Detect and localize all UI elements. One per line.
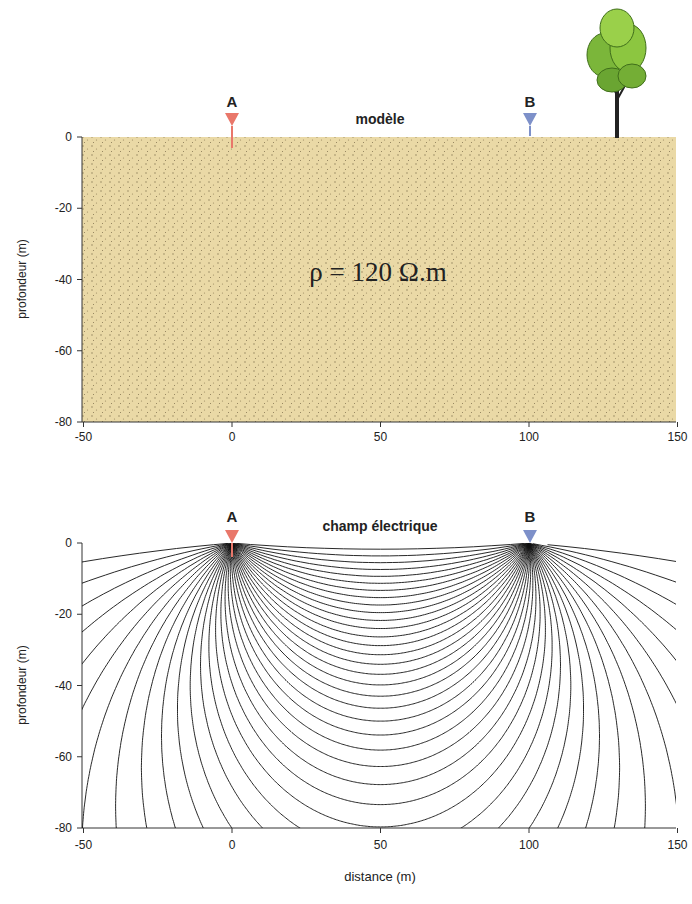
tick-label: 0 — [65, 131, 72, 143]
field-line — [233, 544, 529, 645]
field-line — [190, 544, 571, 828]
axis-title: profondeur (m) — [16, 239, 28, 318]
field-line — [82, 545, 676, 828]
field-line — [228, 544, 533, 766]
tick-label: -60 — [55, 751, 72, 763]
field-line — [225, 544, 536, 785]
tick-label: -40 — [55, 680, 72, 692]
tick-label: 150 — [667, 431, 687, 443]
panel-title: modèle — [355, 112, 404, 126]
field-line — [232, 543, 529, 549]
field-line — [82, 544, 676, 828]
tick-label: 100 — [519, 839, 539, 851]
tick-label: -50 — [75, 839, 92, 851]
electrode-label: A — [227, 94, 238, 109]
field-line — [530, 544, 600, 736]
field-line — [233, 544, 527, 577]
field-line — [116, 544, 646, 828]
tick-label: -60 — [55, 345, 72, 357]
tick-label: -40 — [55, 274, 72, 286]
field-line — [82, 543, 676, 828]
field-line — [233, 544, 529, 613]
tick-label: -80 — [55, 416, 72, 428]
tick-label: 0 — [65, 537, 72, 549]
tick-label: 100 — [519, 431, 539, 443]
field-line — [141, 543, 619, 828]
axis-title: distance (m) — [344, 870, 416, 883]
field-line — [232, 544, 529, 674]
field-line — [232, 544, 529, 709]
field-line — [531, 544, 646, 806]
field-line — [82, 544, 676, 828]
field-line — [530, 543, 676, 828]
field-line — [178, 545, 584, 828]
field-line — [233, 543, 528, 562]
field-line — [529, 543, 619, 767]
field-line — [233, 544, 529, 629]
panel-title: champ électrique — [322, 519, 437, 533]
field-line — [232, 543, 528, 597]
field-line — [534, 544, 676, 828]
electrode-label: B — [525, 94, 536, 109]
field-line — [232, 544, 529, 696]
tick-label: 50 — [374, 431, 387, 443]
field-line — [533, 544, 676, 828]
tick-label: 150 — [667, 839, 687, 851]
field-line — [548, 545, 677, 828]
ground-model — [82, 137, 676, 422]
field-line — [201, 544, 561, 828]
field-line — [209, 543, 552, 828]
tick-label: -80 — [55, 822, 72, 834]
field-line — [232, 544, 530, 735]
tick-label: -50 — [75, 431, 92, 443]
field-line — [232, 543, 529, 637]
tick-label: 0 — [229, 431, 236, 443]
tick-label: -20 — [55, 608, 72, 620]
field-line — [232, 543, 529, 685]
field-line — [233, 545, 528, 621]
tree-symbol — [587, 9, 646, 138]
field-line — [221, 545, 540, 805]
electrode-label: A — [227, 509, 238, 524]
field-line — [82, 543, 676, 828]
electrode-label: B — [525, 509, 536, 524]
field-line — [233, 544, 527, 605]
field-line — [532, 545, 676, 828]
field-line — [82, 544, 676, 828]
field-line — [162, 544, 600, 828]
tick-label: -20 — [55, 202, 72, 214]
field-line — [233, 544, 527, 591]
field-line — [232, 545, 529, 722]
tick-label: 50 — [374, 839, 387, 851]
resistivity-label: ρ = 120 Ω.m — [309, 259, 446, 286]
field-line — [216, 544, 546, 827]
field-line — [230, 543, 530, 750]
tick-label: 0 — [229, 839, 236, 851]
field-line — [531, 544, 676, 828]
field-line — [82, 544, 676, 828]
field-line — [232, 544, 528, 655]
field-lines — [82, 543, 676, 828]
electrode-markers — [225, 113, 537, 557]
axes — [77, 137, 678, 833]
field-line — [530, 544, 676, 828]
axis-title: profondeur (m) — [16, 645, 28, 724]
field-line — [235, 544, 525, 569]
